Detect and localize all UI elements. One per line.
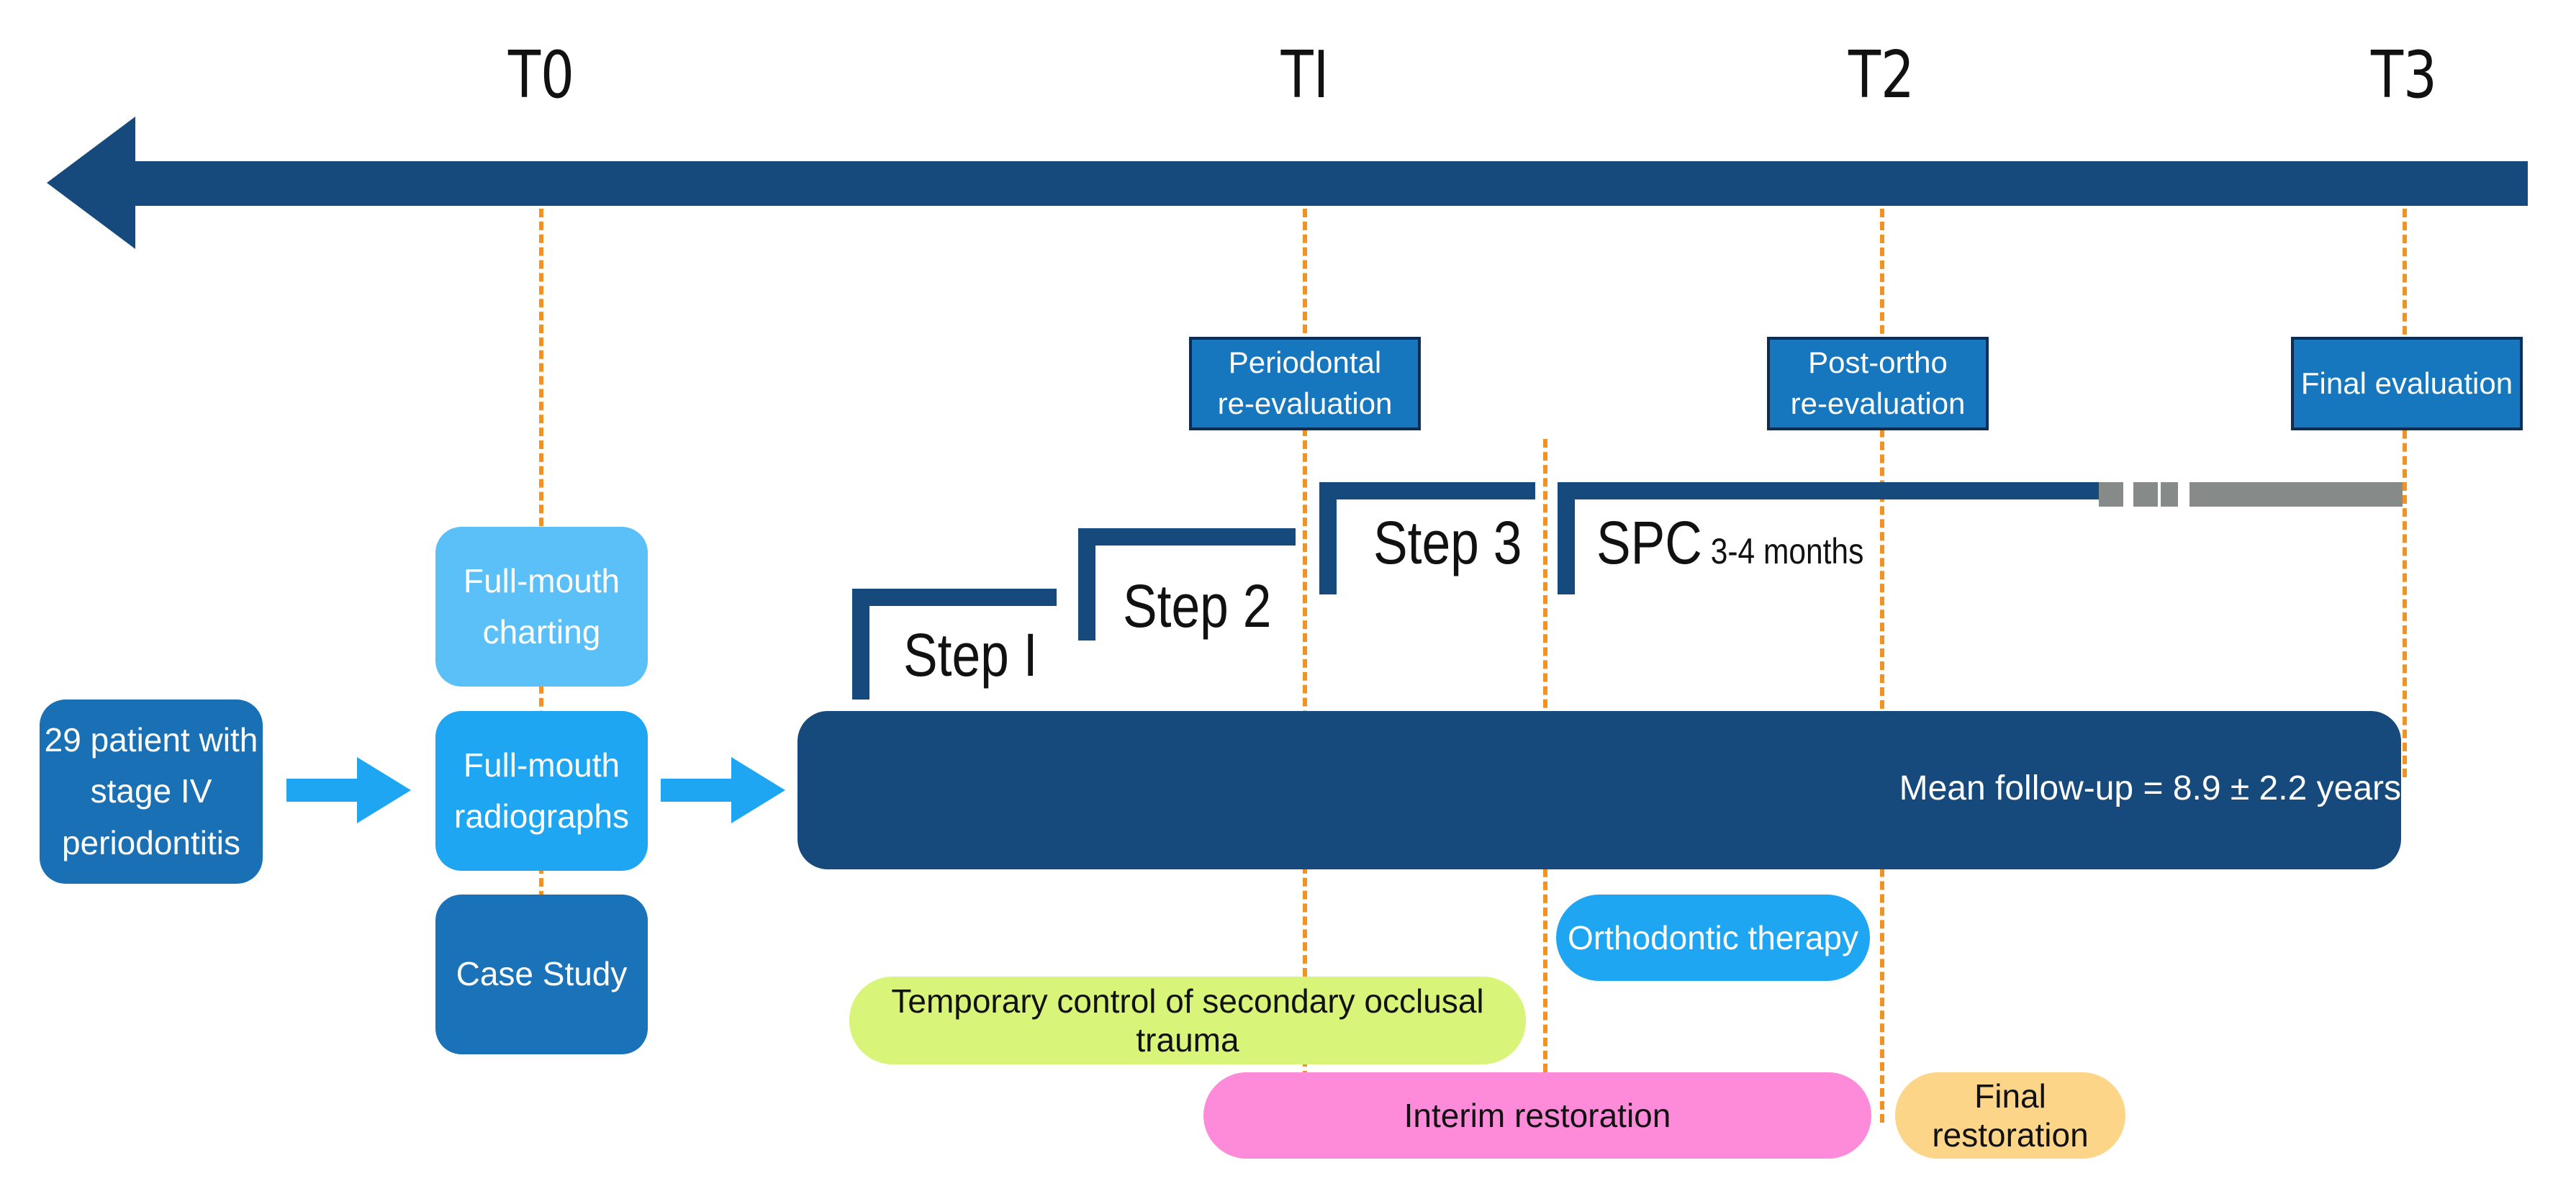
patients-box: 29 patient with stage IV periodontitis — [40, 700, 263, 884]
flow-arrow-1 — [286, 757, 411, 823]
step1-label: Step I — [903, 621, 1038, 689]
final-evaluation-label: Final evaluation — [2300, 366, 2513, 400]
timepoint-t3: T3 — [2370, 37, 2438, 113]
step2-label: Step 2 — [1123, 572, 1272, 640]
final-evaluation-box: Final evaluation — [2291, 337, 2523, 430]
t1-dashed-line — [1303, 209, 1307, 1079]
spc-interval: 3-4 months — [1710, 531, 1864, 571]
orthodontic-therapy-label: Orthodontic therapy — [1567, 919, 1858, 956]
case-study-box: Case Study — [435, 895, 648, 1054]
step2-bracket — [1078, 528, 1296, 641]
full-mouth-charting-box: Full-mouth charting — [435, 527, 648, 687]
full-mouth-radiographs-box: Full-mouth radiographs — [435, 711, 648, 871]
timepoint-t1: TI — [1280, 37, 1329, 113]
radiographs-line2: radiographs — [454, 797, 629, 835]
follow-up-bar: Mean follow-up = 8.9 ± 2.2 years — [797, 711, 2401, 869]
patients-line2: stage IV — [90, 772, 212, 810]
step3-label: Step 3 — [1373, 509, 1522, 576]
charting-line1: Full-mouth — [463, 561, 620, 599]
t3-dashed-line — [2403, 209, 2407, 777]
spc-bracket — [1558, 482, 2099, 594]
timeline-arrowhead — [47, 117, 135, 249]
post-ortho-reevaluation-line2: re-evaluation — [1790, 386, 1966, 420]
charting-line2: charting — [482, 613, 601, 651]
step1-bracket — [852, 589, 1057, 700]
periodontal-reevaluation-line1: Periodontal — [1228, 345, 1382, 380]
timeline-arrow — [47, 117, 2528, 249]
radiographs-line1: Full-mouth — [463, 746, 620, 784]
case-study-label: Case Study — [456, 955, 628, 993]
final-restoration-label: Final restoration — [1932, 1077, 2089, 1154]
final-restoration-bar: Final restoration — [1895, 1072, 2125, 1159]
patients-line1: 29 patient with — [44, 721, 258, 759]
patients-line3: periodontitis — [61, 823, 241, 861]
temporary-control-label: Temporary control of secondary occlusal … — [891, 982, 1484, 1059]
timeline-shaft — [130, 161, 2528, 206]
temporary-control-bar: Temporary control of secondary occlusal … — [849, 977, 1526, 1064]
orthodontic-therapy-bar: Orthodontic therapy — [1556, 895, 1870, 981]
periodontal-reevaluation-line2: re-evaluation — [1217, 386, 1393, 420]
periodontal-reevaluation-box: Periodontal re-evaluation — [1189, 337, 1421, 430]
timepoint-t0: T0 — [507, 37, 575, 113]
timepoint-t2: T2 — [1848, 37, 1915, 113]
spc-continuation — [2099, 482, 2403, 507]
flow-arrow-2 — [661, 757, 785, 823]
step3-bracket — [1319, 482, 1535, 594]
follow-up-label: Mean follow-up = 8.9 ± 2.2 years — [1899, 769, 2401, 807]
post-ortho-reevaluation-box: Post-ortho re-evaluation — [1767, 337, 1989, 430]
post-ortho-reevaluation-line1: Post-ortho — [1808, 345, 1948, 380]
t2-dashed-line — [1880, 209, 1884, 1123]
interim-restoration-label: Interim restoration — [1404, 1097, 1671, 1134]
interim-restoration-bar: Interim restoration — [1203, 1072, 1871, 1159]
spc-title: SPC — [1596, 509, 1702, 576]
